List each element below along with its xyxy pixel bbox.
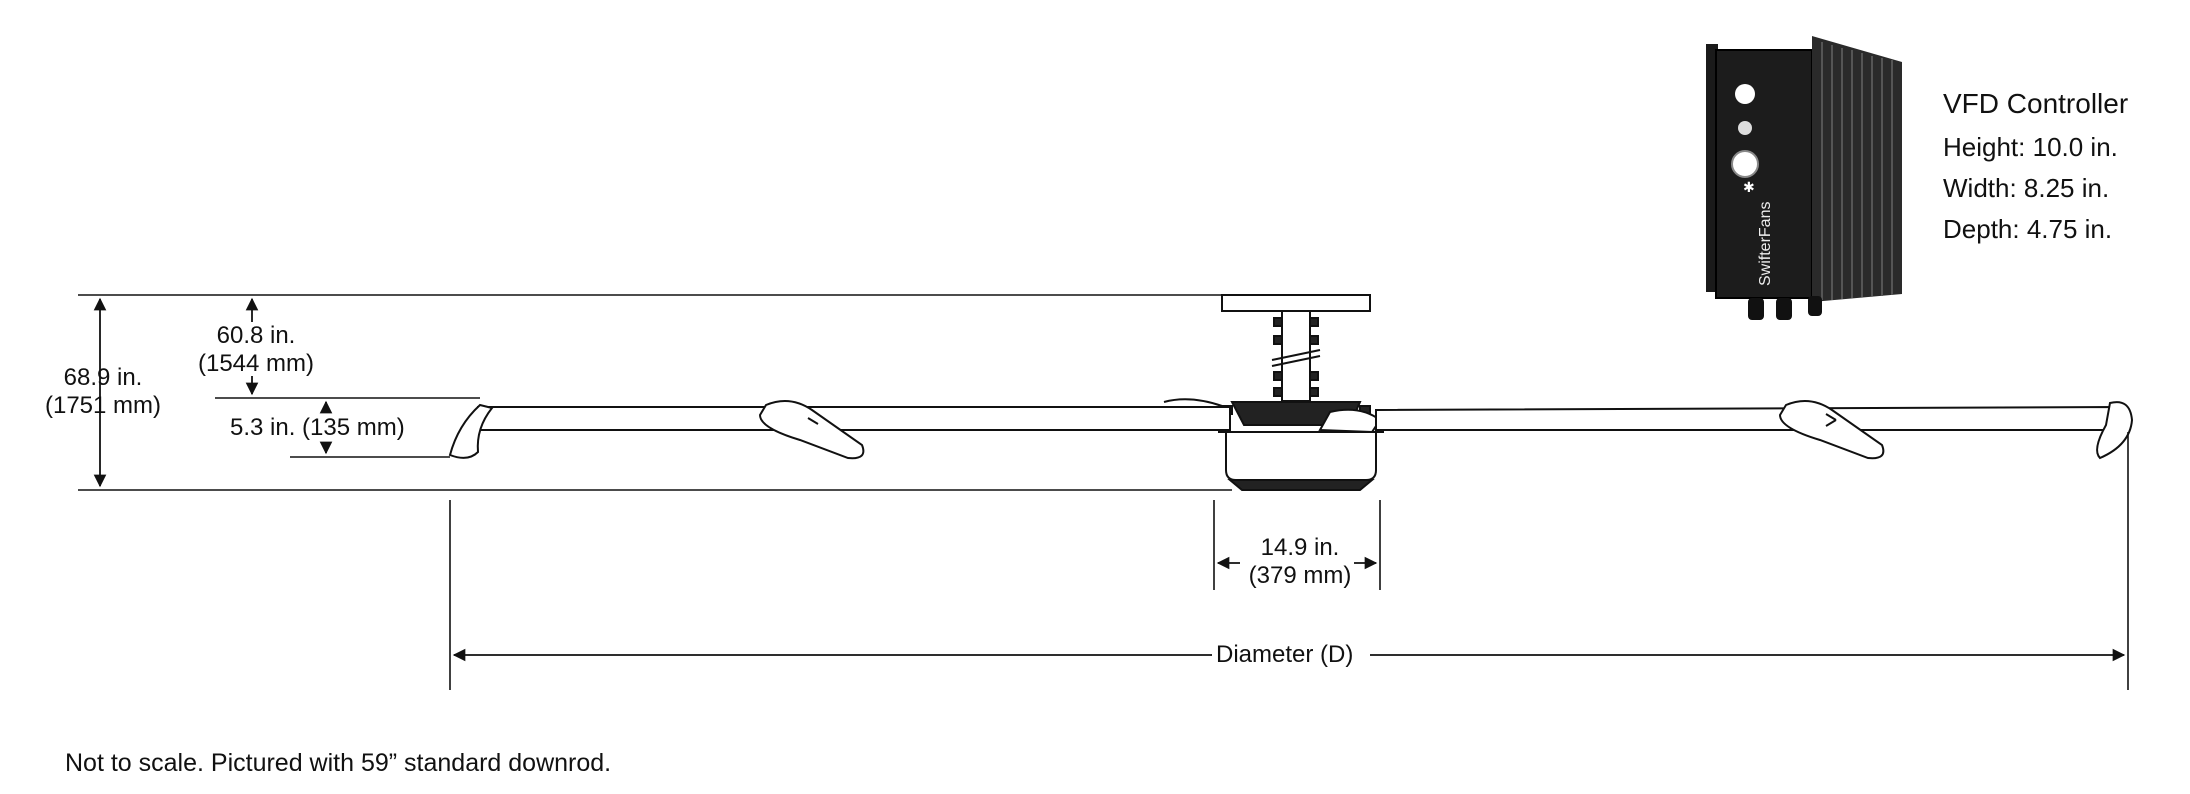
right-blade — [1375, 400, 2134, 460]
vfd-controller-device: ✱ SwifterFans — [1706, 36, 1902, 320]
vfd-title: VFD Controller — [1943, 88, 2129, 119]
reference-lines — [78, 294, 2129, 690]
motor-width-metric: (379 mm) — [1248, 562, 1352, 589]
cable-glands — [1748, 296, 1822, 320]
vfd-width: Width: 8.25 in. — [1943, 173, 2110, 203]
svg-text:SwifterFans: SwifterFans — [1757, 202, 1774, 286]
left-blade — [448, 398, 1231, 460]
dimension-arrows — [93, 297, 2126, 662]
vfd-depth: Depth: 4.75 in. — [1943, 214, 2113, 244]
downrod-height-imperial: 60.8 in. — [216, 322, 296, 349]
ceiling-mount-plate — [1221, 294, 1371, 312]
motor-housing — [1218, 431, 1384, 491]
downrod-height-metric: (1544 mm) — [197, 350, 315, 377]
motor-width-imperial: 14.9 in. — [1260, 534, 1340, 561]
footnote: Not to scale. Pictured with 59” standard… — [65, 749, 612, 777]
total-height-imperial: 68.9 in. — [63, 364, 143, 391]
total-height-metric: (1751 mm) — [44, 392, 162, 419]
total-height-label: 68.9 in. (1751 mm) — [28, 364, 178, 420]
blade-height-label: 5.3 in. (135 mm) — [230, 414, 405, 441]
svg-text:✱: ✱ — [1743, 180, 1755, 196]
downrod-height-label: 60.8 in. (1544 mm) — [176, 322, 336, 378]
motor-hub — [1221, 401, 1382, 434]
vfd-height: Height: 10.0 in. — [1943, 132, 2118, 162]
downrod — [1271, 310, 1321, 402]
diameter-label: Diameter (D) — [1212, 641, 1358, 669]
swifterfans-logo: SwifterFans — [1757, 202, 1774, 286]
motor-width-label: 14.9 in. (379 mm) — [1230, 534, 1370, 590]
